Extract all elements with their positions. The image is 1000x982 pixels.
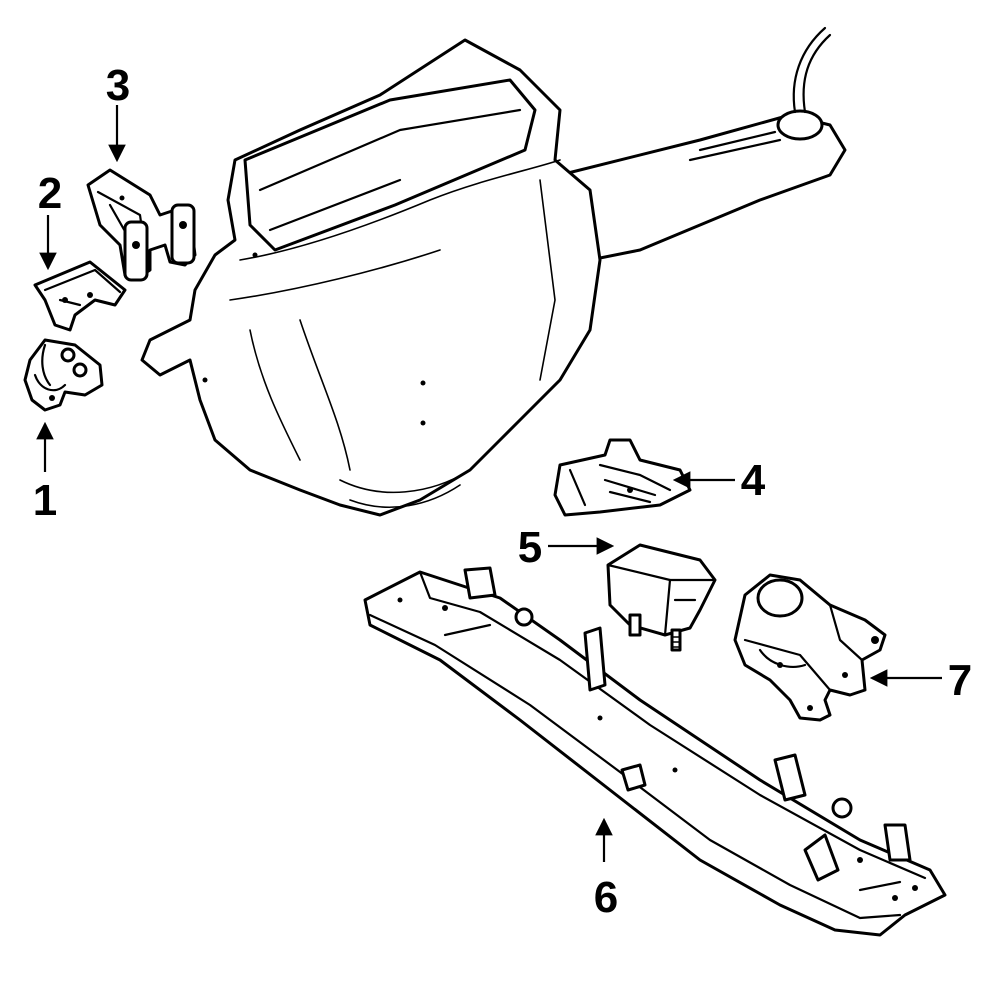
- part-6-crossmember: [363, 566, 947, 937]
- part-4-transmission-bracket: [553, 438, 692, 517]
- callout-4: 4: [741, 456, 766, 505]
- part-5-transmission-mount: [606, 543, 717, 652]
- part-1-mount-insulator: [23, 338, 104, 412]
- part-7-mount-bracket: [733, 573, 887, 722]
- part-2-mount-plate: [33, 260, 127, 332]
- callout-labels: 1 2 3 4 5 6 7: [33, 61, 972, 922]
- part-3-engine-bracket: [86, 168, 197, 282]
- callout-1: 1: [33, 476, 57, 525]
- callout-7: 7: [948, 656, 972, 705]
- callout-2: 2: [38, 169, 62, 218]
- leader-lines: [36, 105, 942, 862]
- callout-6: 6: [594, 873, 618, 922]
- callout-3: 3: [106, 61, 130, 110]
- engine-transmission-assembly: [140, 26, 847, 517]
- callout-5: 5: [518, 523, 542, 572]
